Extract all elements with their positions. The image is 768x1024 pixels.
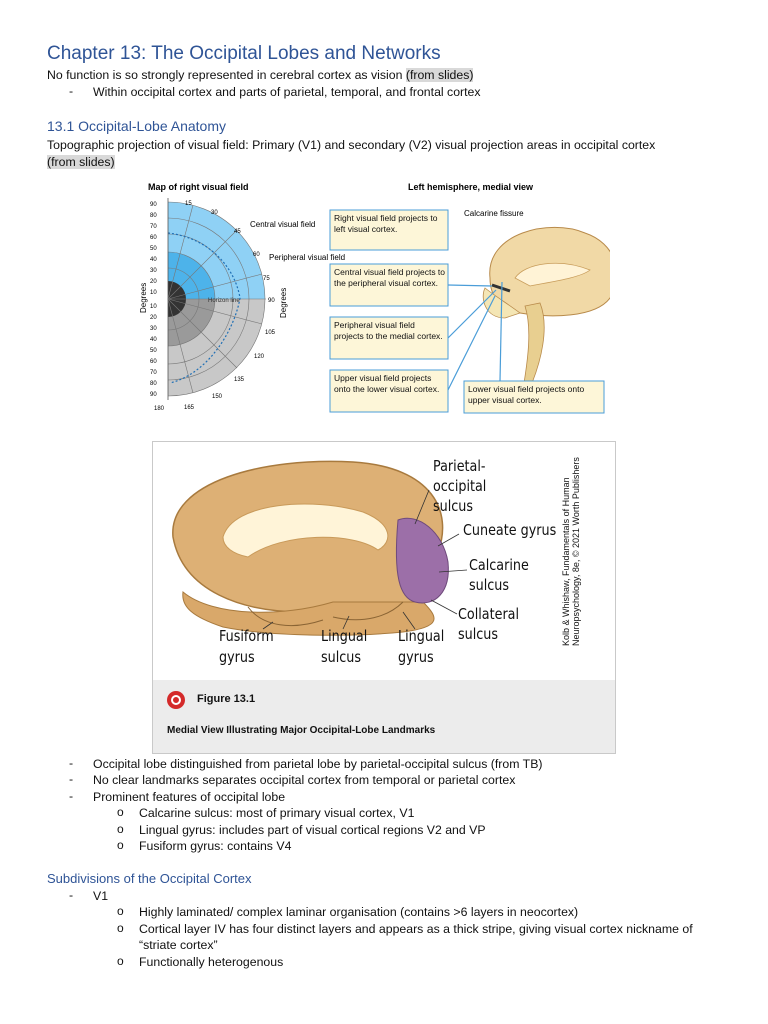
lingual-gyrus-label: Lingual gyrus [398,627,445,666]
sub-bullet-item: Calcarine sulcus: most of primary visual… [139,806,415,820]
map-title: Map of right visual field [148,182,249,192]
degree-tick: 80 [150,381,157,387]
v1-item: V1 [93,889,109,903]
section1-line1: Topographic projection of visual field: … [47,138,656,152]
degree-tick: 90 [150,392,157,398]
bullet-item: Occipital lobe distinguished from pariet… [93,757,543,771]
arc-label: 165 [184,405,195,411]
central-field-label: Central visual field [250,220,315,229]
arc-label: 180 [154,406,165,412]
horizon-line-label: Horizon line [208,298,240,304]
v1-sub-item: Functionally heterogenous [139,955,284,969]
section-heading-subdivisions: Subdivisions of the Occipital Cortex [47,871,252,886]
bullet-item: Prominent features of occipital lobe [93,790,286,804]
chapter-title: Chapter 13: The Occipital Lobes and Netw… [47,43,441,64]
degree-tick: 10 [150,304,157,310]
intro-highlight: (from slides) [405,68,474,82]
degrees-label-left: Degrees [140,283,148,313]
box-peripheral-visual-field: Peripheral visual field projects to the … [334,320,443,341]
circle-bullet: o [117,904,124,918]
figure-label: Figure 13.1 [197,693,256,705]
degree-tick: 10 [150,290,157,296]
dash-bullet: - [69,756,74,770]
dash-bullet: - [69,772,74,786]
arc-label: 75 [263,276,270,282]
intro-text: No function is so strongly represented i… [47,68,406,82]
publisher-credit: Kolb & Whishaw, Fundamentals of Human Ne… [561,457,581,646]
degree-tick: 20 [150,315,157,321]
credit-wrapper: Kolb & Whishaw, Fundamentals of Human Ne… [561,446,581,646]
arc-label: 105 [265,330,276,336]
sub-bullet-item: Lingual gyrus: includes part of visual c… [139,823,486,837]
arc-label: 90 [268,298,275,304]
occipital-landmarks-figure: Parietal-occipital sulcus Cuneate gyrus … [152,441,616,754]
visual-field-figure: Map of right visual field Left hemispher… [140,182,610,414]
section1-highlight: (from slides) [47,155,115,169]
arc-label: 120 [254,354,265,360]
v1-sub-item-continued: “striate cortex” [139,938,218,952]
degree-tick: 50 [150,246,157,252]
arc-label: 135 [234,377,245,383]
fusiform-gyrus-label: Fusiform gyrus [219,627,274,666]
degree-tick: 60 [150,359,157,365]
figure-logo-icon [167,691,185,709]
caption-bar [153,680,615,753]
degree-tick: 30 [150,326,157,332]
box-right-visual-field: Right visual field projects to left visu… [334,213,438,234]
intro-sub: Within occipital cortex and parts of par… [93,85,481,99]
degree-tick: 40 [150,337,157,343]
figure-caption: Medial View Illustrating Major Occipital… [167,725,436,736]
section1-line2: (from slides) [47,154,115,170]
brain-medial-view-large [172,460,449,636]
peripheral-field-label: Peripheral visual field [269,253,345,262]
v1-sub-item: Cortical layer IV has four distinct laye… [139,922,693,936]
brain-medial-view-small [482,226,610,384]
arc-label: 45 [234,229,241,235]
sub-bullet-item: Fusiform gyrus: contains V4 [139,839,292,853]
circle-bullet: o [117,805,124,819]
dash-bullet: - [69,84,74,98]
dash-bullet: - [69,789,74,803]
view-title: Left hemisphere, medial view [408,182,534,192]
v1-sub-item: Highly laminated/ complex laminar organi… [139,905,579,919]
degree-tick: 50 [150,348,157,354]
arc-label: 30 [211,210,218,216]
degree-tick: 20 [150,279,157,285]
visual-field-map [167,198,266,400]
intro-line: No function is so strongly represented i… [47,67,474,83]
arc-label: 150 [212,394,223,400]
degree-tick: 90 [150,202,157,208]
degree-tick: 70 [150,224,157,230]
degree-tick: 60 [150,235,157,241]
degrees-label-right: Degrees [279,288,288,318]
circle-bullet: o [117,822,124,836]
circle-bullet: o [117,954,124,968]
calcarine-sulcus-label: Calcarine sulcus [469,556,529,594]
calcarine-fissure-label: Calcarine fissure [464,209,524,218]
section-heading-anatomy: 13.1 Occipital-Lobe Anatomy [47,118,226,134]
collateral-sulcus-label: Collateral sulcus [458,605,520,643]
degree-tick: 70 [150,370,157,376]
cuneate-gyrus-label: Cuneate gyrus [463,521,557,539]
box-upper-visual-field: Upper visual field projects onto the low… [334,373,440,394]
circle-bullet: o [117,838,124,852]
arc-label: 15 [185,201,192,207]
arc-label: 60 [253,252,260,258]
circle-bullet: o [117,921,124,935]
box-central-visual-field: Central visual field projects to the per… [334,267,446,288]
box-lower-visual-field: Lower visual field projects onto upper v… [468,384,585,405]
degree-tick: 40 [150,257,157,263]
lingual-sulcus-label: Lingual sulcus [321,627,368,666]
degree-tick: 80 [150,213,157,219]
bullet-item: No clear landmarks separates occipital c… [93,773,516,787]
dash-bullet: - [69,888,74,902]
degree-tick: 30 [150,268,157,274]
parieto-occipital-sulcus-label: Parietal-occipital sulcus [433,457,487,515]
